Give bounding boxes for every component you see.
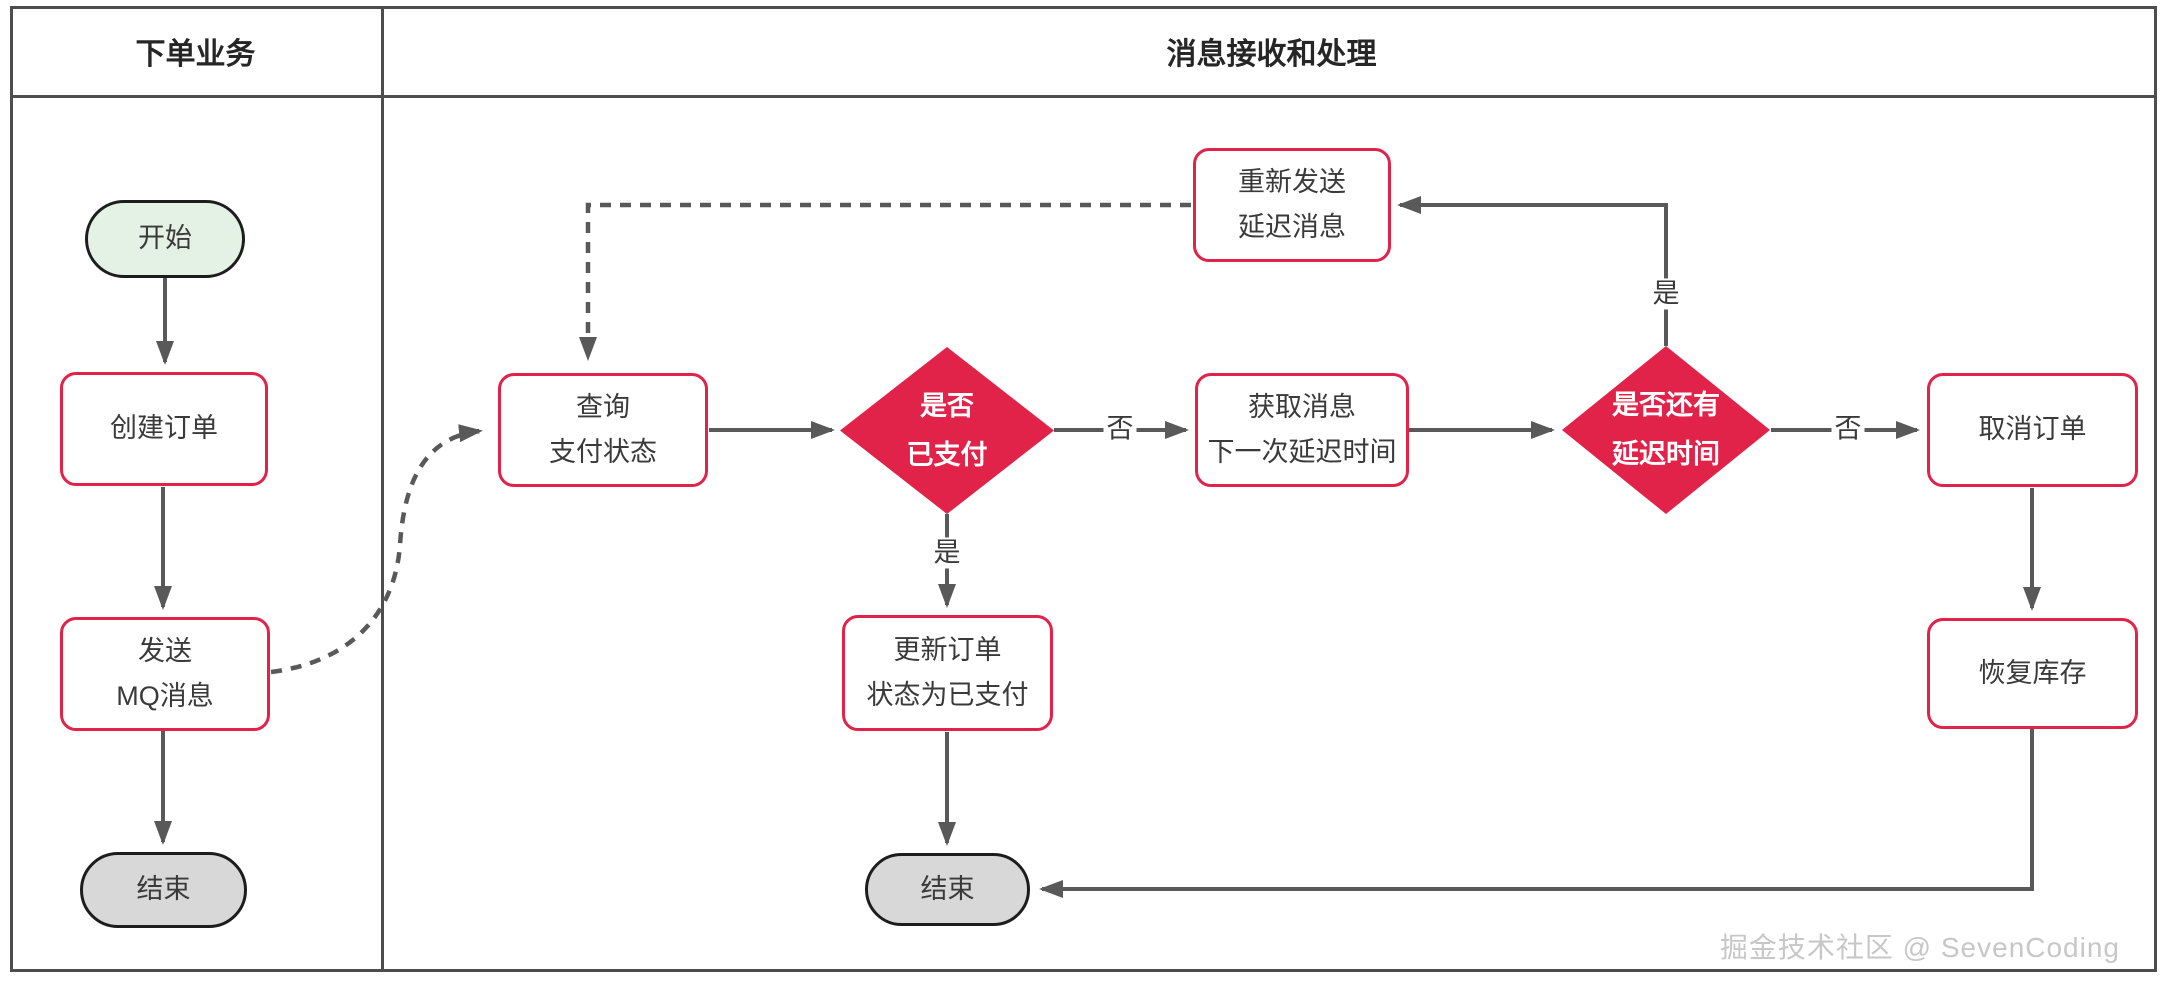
edge-send-mq-to-query-dashed bbox=[270, 424, 483, 675]
edge-label-is-paid-yes: 是 bbox=[930, 537, 964, 569]
decision-has-delay-line1: 是否还有 bbox=[1612, 390, 1720, 421]
node-query-status-line2: 支付状态 bbox=[549, 437, 657, 467]
node-cancel-order: 取消订单 bbox=[1927, 373, 2138, 487]
edge-resend-to-query-dashed bbox=[579, 202, 1191, 361]
lane-title-order-business: 下单业务 bbox=[135, 37, 256, 71]
diagram-outer-frame bbox=[10, 6, 2157, 972]
node-start: 开始 bbox=[85, 200, 245, 278]
node-update-order-line1: 更新订单 bbox=[893, 634, 1002, 665]
node-update-order: 更新订单 状态为已支付 bbox=[842, 615, 1053, 731]
node-end-mid: 结束 bbox=[865, 853, 1030, 926]
node-get-delay-line1: 获取消息 bbox=[1248, 391, 1356, 422]
edge-label-has-delay-yes: 是 bbox=[1649, 278, 1683, 310]
edge-label-has-delay-no: 否 bbox=[1831, 413, 1865, 445]
node-send-mq-line2: MQ消息 bbox=[116, 681, 214, 711]
node-query-status: 查询 支付状态 bbox=[498, 373, 708, 487]
lane-divider bbox=[381, 6, 384, 972]
edge-has-delay-yes-to-resend bbox=[1397, 196, 1668, 346]
lane-title-message-processing: 消息接收和处理 bbox=[1166, 37, 1377, 71]
edge-restore-to-end bbox=[1039, 729, 2034, 898]
node-restore-stock: 恢复库存 bbox=[1927, 618, 2138, 729]
node-resend-delay-line2: 延迟消息 bbox=[1238, 212, 1346, 242]
node-end-left: 结束 bbox=[80, 852, 247, 928]
node-create-order-label: 创建订单 bbox=[110, 413, 218, 444]
node-query-status-line1: 查询 bbox=[576, 391, 630, 422]
node-cancel-order-label: 取消订单 bbox=[1978, 414, 2087, 445]
node-start-label: 开始 bbox=[138, 223, 192, 254]
node-restore-stock-label: 恢复库存 bbox=[1978, 657, 2087, 688]
lane-header-separator bbox=[10, 95, 2157, 98]
node-resend-delay-line1: 重新发送 bbox=[1238, 166, 1346, 197]
node-resend-delay: 重新发送 延迟消息 bbox=[1193, 148, 1391, 262]
node-update-order-line2: 状态为已支付 bbox=[866, 680, 1029, 710]
node-get-delay-line2: 下一次延迟时间 bbox=[1207, 437, 1397, 467]
node-end-left-label: 结束 bbox=[136, 874, 191, 905]
node-send-mq-line1: 发送 bbox=[138, 635, 192, 666]
edge-label-is-paid-no: 否 bbox=[1103, 413, 1137, 445]
decision-is-paid-line1: 是否 bbox=[920, 390, 974, 421]
decision-is-paid-line2: 已支付 bbox=[906, 439, 988, 470]
node-send-mq: 发送 MQ消息 bbox=[60, 617, 270, 731]
node-get-delay: 获取消息 下一次延迟时间 bbox=[1195, 373, 1409, 487]
node-end-mid-label: 结束 bbox=[920, 873, 975, 904]
node-create-order: 创建订单 bbox=[60, 372, 268, 486]
watermark: 掘金技术社区 @ SevenCoding bbox=[1719, 932, 2120, 963]
decision-has-delay-line2: 延迟时间 bbox=[1612, 439, 1720, 469]
